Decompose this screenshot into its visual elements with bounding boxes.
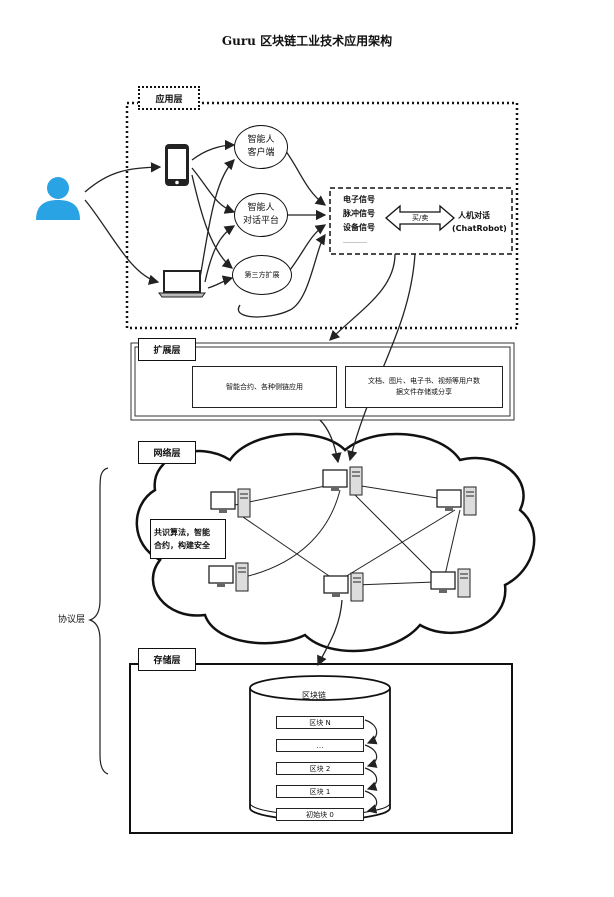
server-icon [430, 568, 472, 598]
server-icon [323, 572, 365, 602]
client-label-2: 客户端 [247, 148, 275, 158]
file-storage-text-2: 据文件存储或分享 [396, 388, 452, 396]
chatbot-label-1: 人机对话 [458, 211, 490, 220]
file-storage-box: 文档、图片、电子书、视频等用户数 据文件存储或分享 [345, 366, 503, 408]
extension-layer-outer [130, 342, 515, 421]
smart-contract-box: 智能合约、各种侧链应用 [192, 366, 337, 408]
user-icon [34, 176, 82, 220]
dialog-label-2: 对话平台 [242, 216, 279, 226]
consensus-note-2: 合约，构建安全 [154, 541, 210, 550]
server-icon [322, 466, 364, 496]
third-party-node: 第三方扩展 [232, 255, 292, 295]
dialog-node: 智能人 对话平台 [234, 193, 288, 237]
consensus-note: 共识算法，智能 合约，构建安全 [150, 519, 226, 559]
blockchain-cylinder [249, 688, 391, 821]
application-layer-boundary [125, 101, 519, 330]
buy-sell-label: 买/卖 [412, 214, 429, 222]
blockchain-title: 区块链 [302, 691, 326, 700]
chatbot-label-2: (ChatRobot) [452, 224, 507, 233]
double-arrow-icon [385, 204, 455, 232]
extension-layer-inner [134, 346, 511, 417]
block-1: 区块 1 [276, 785, 364, 798]
server-icon [436, 486, 478, 516]
storage-layer-label: 存储层 [138, 648, 196, 671]
server-icon [208, 562, 250, 592]
smart-contract-text: 智能合约、各种侧链应用 [226, 383, 303, 391]
server-icon [210, 488, 252, 518]
genesis-block: 初始块 0 [276, 808, 364, 821]
application-layer-label: 应用层 [138, 86, 200, 110]
extension-layer-label: 扩展层 [138, 338, 196, 361]
client-node: 智能人 客户端 [234, 125, 288, 169]
signal-device: 设备信号 [343, 223, 375, 232]
block-2: 区块 2 [276, 762, 364, 775]
file-storage-text-1: 文档、图片、电子书、视频等用户数 [368, 377, 480, 385]
signal-electronic: 电子信号 [343, 195, 375, 204]
dialog-label-1: 智能人 [247, 203, 275, 213]
block-ellipsis: … [276, 739, 364, 752]
network-layer-label: 网络层 [138, 441, 196, 464]
laptop-icon [158, 270, 206, 298]
signal-ellipsis: ………… [343, 238, 367, 245]
block-n: 区块 N [276, 716, 364, 729]
client-label-1: 智能人 [247, 135, 275, 145]
page-title: Guru 区块链工业技术应用架构 [221, 34, 393, 48]
signal-pulse: 脉冲信号 [343, 209, 375, 218]
network-cloud [135, 432, 536, 653]
protocol-layer-label: 协议层 [58, 615, 86, 625]
third-party-label: 第三方扩展 [244, 271, 280, 279]
protocol-brace [88, 467, 109, 775]
consensus-note-1: 共识算法，智能 [154, 528, 210, 537]
signals-box [329, 187, 513, 255]
smartphone-icon [164, 143, 190, 187]
